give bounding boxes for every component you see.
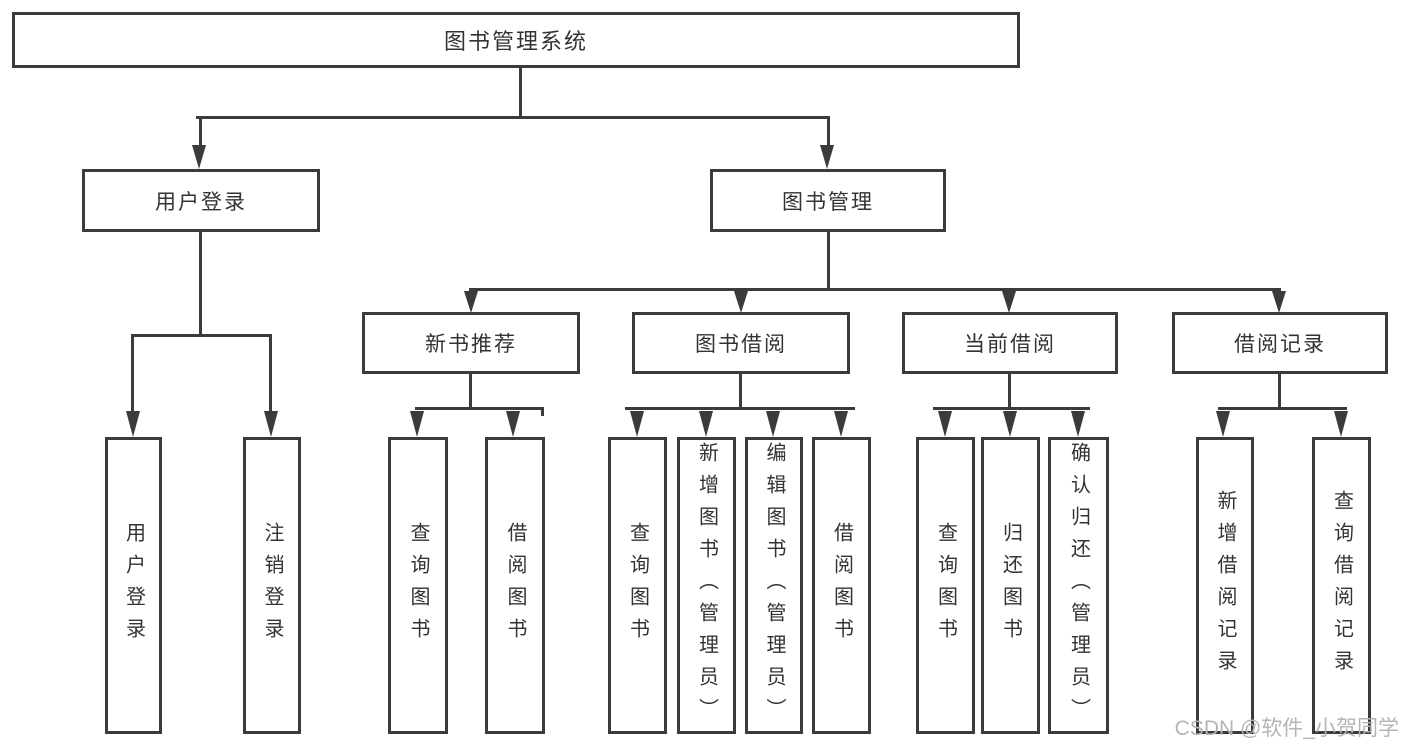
node-query-books-recommend: 查询图书 <box>388 437 448 734</box>
arrowhead-down-icon <box>699 411 713 437</box>
node-query-borrow-record: 查询借阅记录 <box>1312 437 1371 734</box>
arrowhead-down-icon <box>506 411 520 437</box>
node-edit-books-admin: 编辑图书（管理员） <box>745 437 803 734</box>
node-query-books-current: 查询图书 <box>916 437 975 734</box>
arrowhead-down-icon <box>734 291 748 313</box>
arrowhead-down-icon <box>1003 411 1017 437</box>
connector-records-bar <box>1218 407 1347 410</box>
connector-user-login-trunk <box>199 232 202 336</box>
node-add-books-admin: 新增图书（管理员） <box>677 437 736 734</box>
connector-records-trunk <box>1278 374 1281 409</box>
node-borrow-records: 借阅记录 <box>1172 312 1388 374</box>
node-borrow-books-recommend: 借阅图书 <box>485 437 545 734</box>
node-query-books-borrow: 查询图书 <box>608 437 667 734</box>
arrowhead-down-icon <box>820 145 834 169</box>
node-user-login-action: 用户登录 <box>105 437 162 734</box>
arrowhead-down-icon <box>834 411 848 437</box>
arrowhead-down-icon <box>1071 411 1085 437</box>
node-current-borrow: 当前借阅 <box>902 312 1118 374</box>
connector-shaft-user-login <box>199 116 202 147</box>
arrowhead-down-icon <box>1334 411 1348 437</box>
connector-recommend-bar <box>415 407 544 410</box>
connector-user-login-bar <box>131 334 272 337</box>
connector-shaft-logout-leaf <box>269 334 272 414</box>
arrowhead-down-icon <box>464 291 478 313</box>
arrowhead-down-icon <box>264 411 278 437</box>
node-library-management-system: 图书管理系统 <box>12 12 1020 68</box>
node-user-login: 用户登录 <box>82 169 320 232</box>
node-logout-action: 注销登录 <box>243 437 301 734</box>
connector-top-bar <box>196 116 830 119</box>
connector-book-management-bar <box>469 288 1281 291</box>
node-add-borrow-record: 新增借阅记录 <box>1196 437 1254 734</box>
connector-shaft-login-leaf <box>131 334 134 414</box>
connector-shaft-book-management <box>827 116 830 147</box>
node-return-books: 归还图书 <box>981 437 1040 734</box>
connector-borrow-bar <box>625 407 855 410</box>
connector-book-management-trunk <box>827 232 830 290</box>
arrowhead-down-icon <box>410 411 424 437</box>
arrowhead-down-icon <box>766 411 780 437</box>
connector-current-trunk <box>1008 374 1011 409</box>
node-new-book-recommend: 新书推荐 <box>362 312 580 374</box>
connector-recommend-trunk <box>469 374 472 409</box>
arrowhead-down-icon <box>1002 291 1016 313</box>
connector-root-trunk <box>519 68 522 118</box>
connector-current-bar <box>933 407 1090 410</box>
arrowhead-down-icon <box>126 411 140 437</box>
watermark: CSDN @软件_小贺同学 <box>1174 717 1399 740</box>
node-book-borrow: 图书借阅 <box>632 312 850 374</box>
node-borrow-books-borrow: 借阅图书 <box>812 437 871 734</box>
connector-borrow-trunk <box>739 374 742 409</box>
node-confirm-return-admin: 确认归还（管理员） <box>1048 437 1109 734</box>
connector-recommend-bar-hook <box>541 407 544 416</box>
arrowhead-down-icon <box>630 411 644 437</box>
node-book-management: 图书管理 <box>710 169 946 232</box>
arrowhead-down-icon <box>1216 411 1230 437</box>
arrowhead-down-icon <box>1272 291 1286 313</box>
arrowhead-down-icon <box>192 145 206 169</box>
arrowhead-down-icon <box>938 411 952 437</box>
